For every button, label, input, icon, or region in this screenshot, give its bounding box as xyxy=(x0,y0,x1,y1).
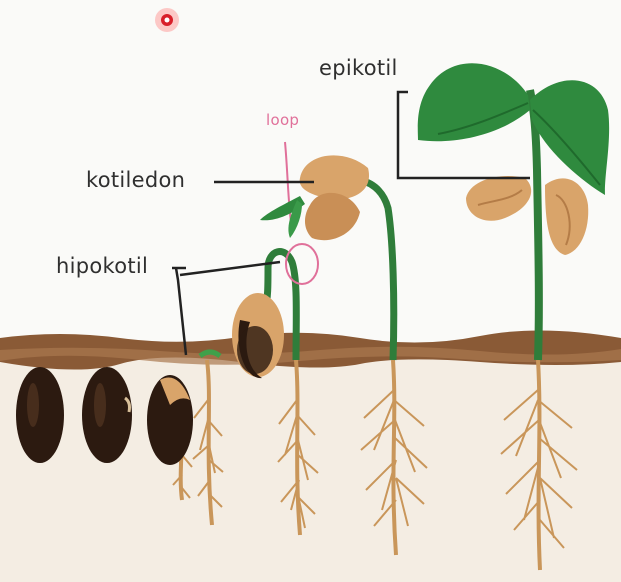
label-epikotil: epikotil xyxy=(319,58,398,79)
red-dot-icon xyxy=(155,8,179,32)
seed-stage-2 xyxy=(82,367,132,463)
label-loop: loop xyxy=(266,113,299,128)
label-hipokotil: hipokotil xyxy=(56,256,148,277)
label-kotiledon: kotiledon xyxy=(86,170,185,191)
seed-stage-1 xyxy=(16,367,64,463)
